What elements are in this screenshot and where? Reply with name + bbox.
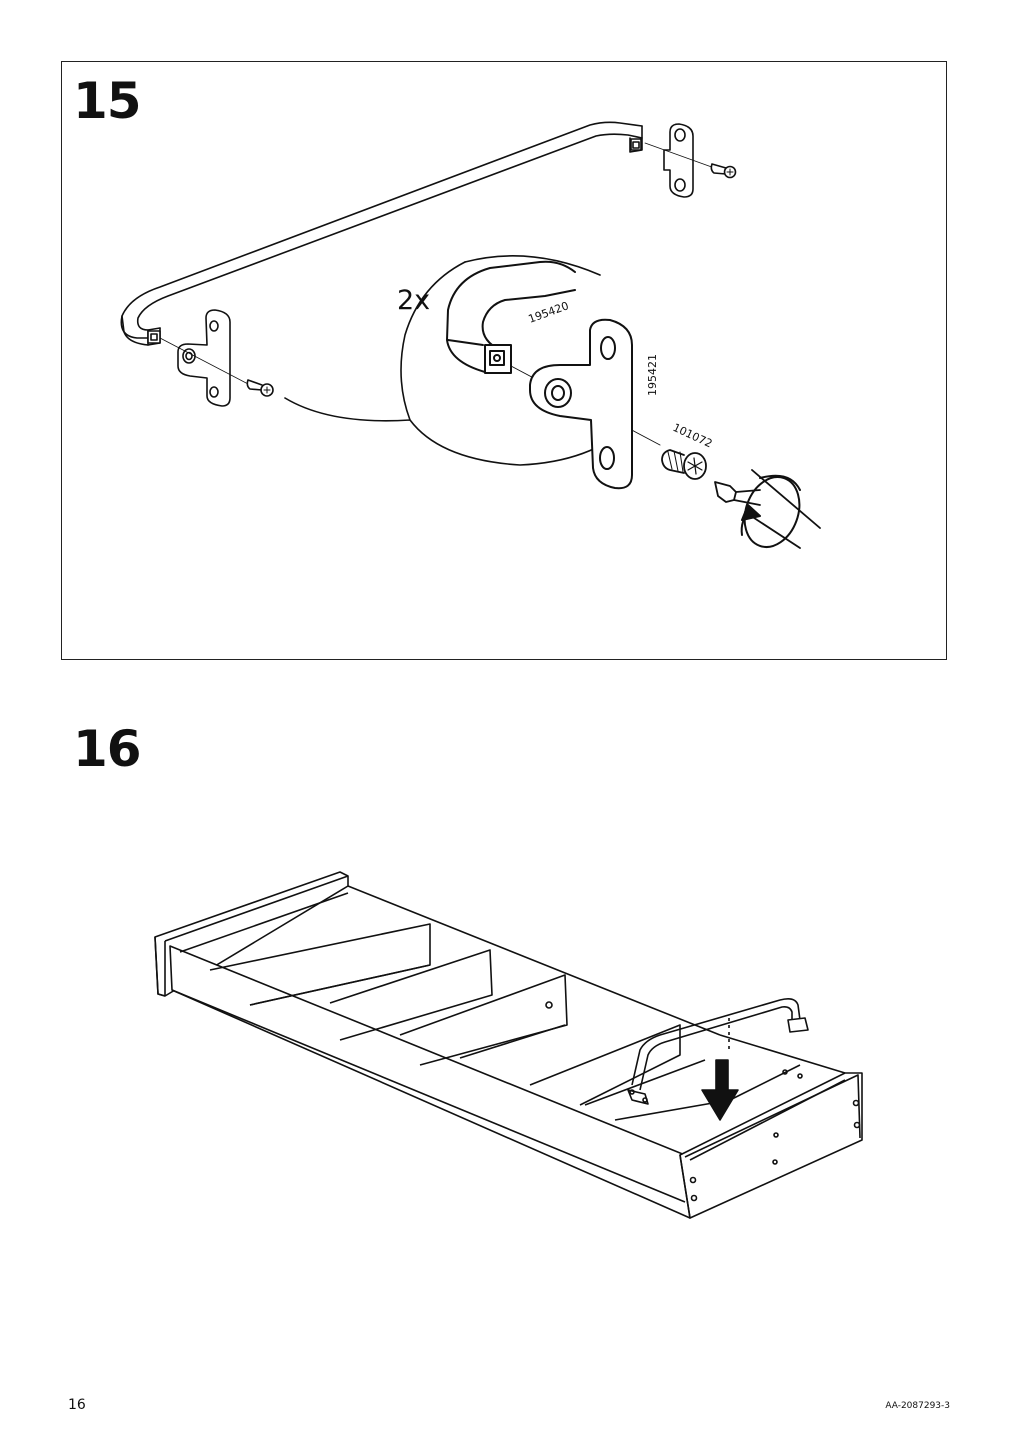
step-15-frame [61, 61, 947, 660]
part-number-195421: 195421 [646, 354, 659, 396]
drawer-handle [627, 998, 809, 1105]
step-15-illustration: 2x 195420 195421 101072 [120, 121, 821, 549]
right-bracket [644, 123, 737, 198]
document-code: AA-2087293-3 [885, 1401, 950, 1411]
detail-screw [661, 449, 707, 480]
detail-callout [284, 255, 631, 466]
drawer-body [169, 885, 721, 1219]
detail-plate [529, 318, 633, 490]
quantity-label: 2x [397, 285, 430, 316]
left-bracket [159, 309, 274, 407]
drawer-right-end [679, 1034, 863, 1219]
down-arrow [701, 1018, 739, 1121]
page-number: 16 [68, 1397, 86, 1413]
handle-bar [120, 121, 643, 346]
step-number: 16 [73, 720, 142, 778]
step-number: 15 [73, 72, 142, 130]
rotation-arrow [740, 474, 801, 548]
